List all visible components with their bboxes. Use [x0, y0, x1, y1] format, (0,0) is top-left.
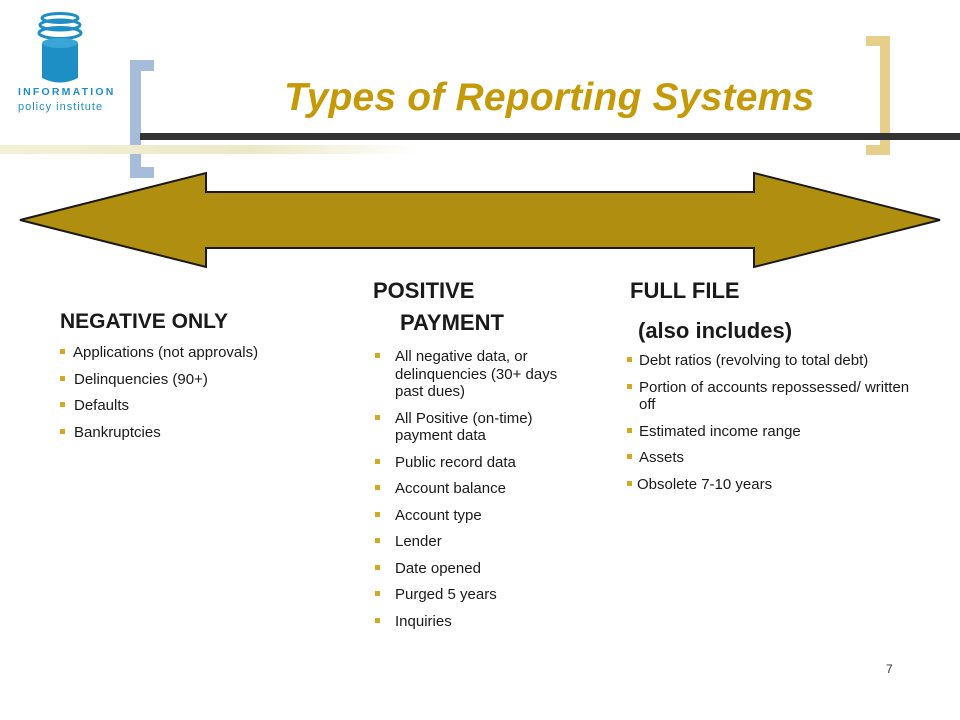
list-item: All Positive (on-time) payment data: [375, 410, 565, 445]
list-item: All negative data, or delinquencies (30+…: [375, 348, 570, 401]
double-headed-arrow-icon: [19, 171, 941, 269]
bullet-icon: [60, 375, 65, 381]
bullet-icon: [627, 427, 632, 433]
list-item: Defaults: [60, 397, 330, 415]
list-item: Debt ratios (revolving to total debt): [627, 352, 909, 370]
positive-heading-line2: PAYMENT: [400, 310, 504, 335]
page-number: 7: [886, 662, 893, 676]
right-bracket-decoration: [866, 36, 890, 155]
bullet-icon: [627, 454, 632, 459]
bullet-icon: [60, 402, 65, 407]
list-item: Delinquencies (90+): [60, 371, 330, 389]
logo-text-information: INFORMATION: [18, 86, 116, 98]
list-item: Public record data: [375, 454, 575, 472]
list-item: Portion of accounts repossessed/ written…: [627, 379, 929, 414]
bullet-icon: [627, 357, 632, 362]
full-file-heading: FULL FILE (also includes): [630, 275, 792, 347]
bullet-icon: [60, 349, 65, 354]
positive-payment-heading: POSITIVE PAYMENT: [373, 275, 504, 339]
list-item: Account balance: [375, 480, 575, 498]
bullet-icon: [627, 480, 632, 486]
list-item: Purged 5 years: [375, 586, 575, 604]
list-item: Assets: [627, 449, 917, 467]
list-item: Estimated income range: [627, 423, 917, 441]
full-heading-line2: (also includes): [638, 318, 793, 343]
bullet-icon: [375, 458, 380, 464]
list-item: Lender: [375, 533, 575, 551]
bullet-icon: [375, 511, 380, 517]
negative-only-list: Applications (not approvals) Delinquenci…: [60, 344, 330, 450]
title-fade-band: [0, 145, 420, 154]
bullet-icon: [375, 414, 380, 420]
full-file-list: Debt ratios (revolving to total debt) Po…: [627, 352, 917, 502]
positive-heading-line1: POSITIVE: [373, 278, 475, 303]
full-heading-line1: FULL FILE: [630, 278, 740, 303]
bullet-icon: [375, 564, 380, 570]
list-item: Obsolete 7-10 years: [627, 476, 917, 494]
bullet-icon: [375, 485, 380, 490]
positive-payment-list: All negative data, or delinquencies (30+…: [375, 348, 575, 639]
bullet-icon: [627, 383, 632, 389]
list-item: Account type: [375, 507, 575, 525]
logo-text-policy-institute: policy institute: [18, 101, 104, 113]
bullet-icon: [375, 353, 380, 358]
list-item: Inquiries: [375, 613, 575, 631]
list-item: Date opened: [375, 560, 575, 578]
logo-database-icon: [37, 12, 83, 83]
bullet-icon: [375, 617, 380, 623]
negative-only-heading: NEGATIVE ONLY: [60, 310, 229, 333]
bullet-icon: [60, 428, 65, 434]
title-underline-bar: [140, 133, 960, 140]
slide-title: Types of Reporting Systems: [284, 76, 815, 119]
bullet-icon: [375, 538, 380, 543]
bullet-icon: [375, 591, 380, 596]
list-item: Bankruptcies: [60, 424, 330, 442]
list-item: Applications (not approvals): [60, 344, 330, 362]
left-bracket-decoration: [130, 60, 154, 178]
